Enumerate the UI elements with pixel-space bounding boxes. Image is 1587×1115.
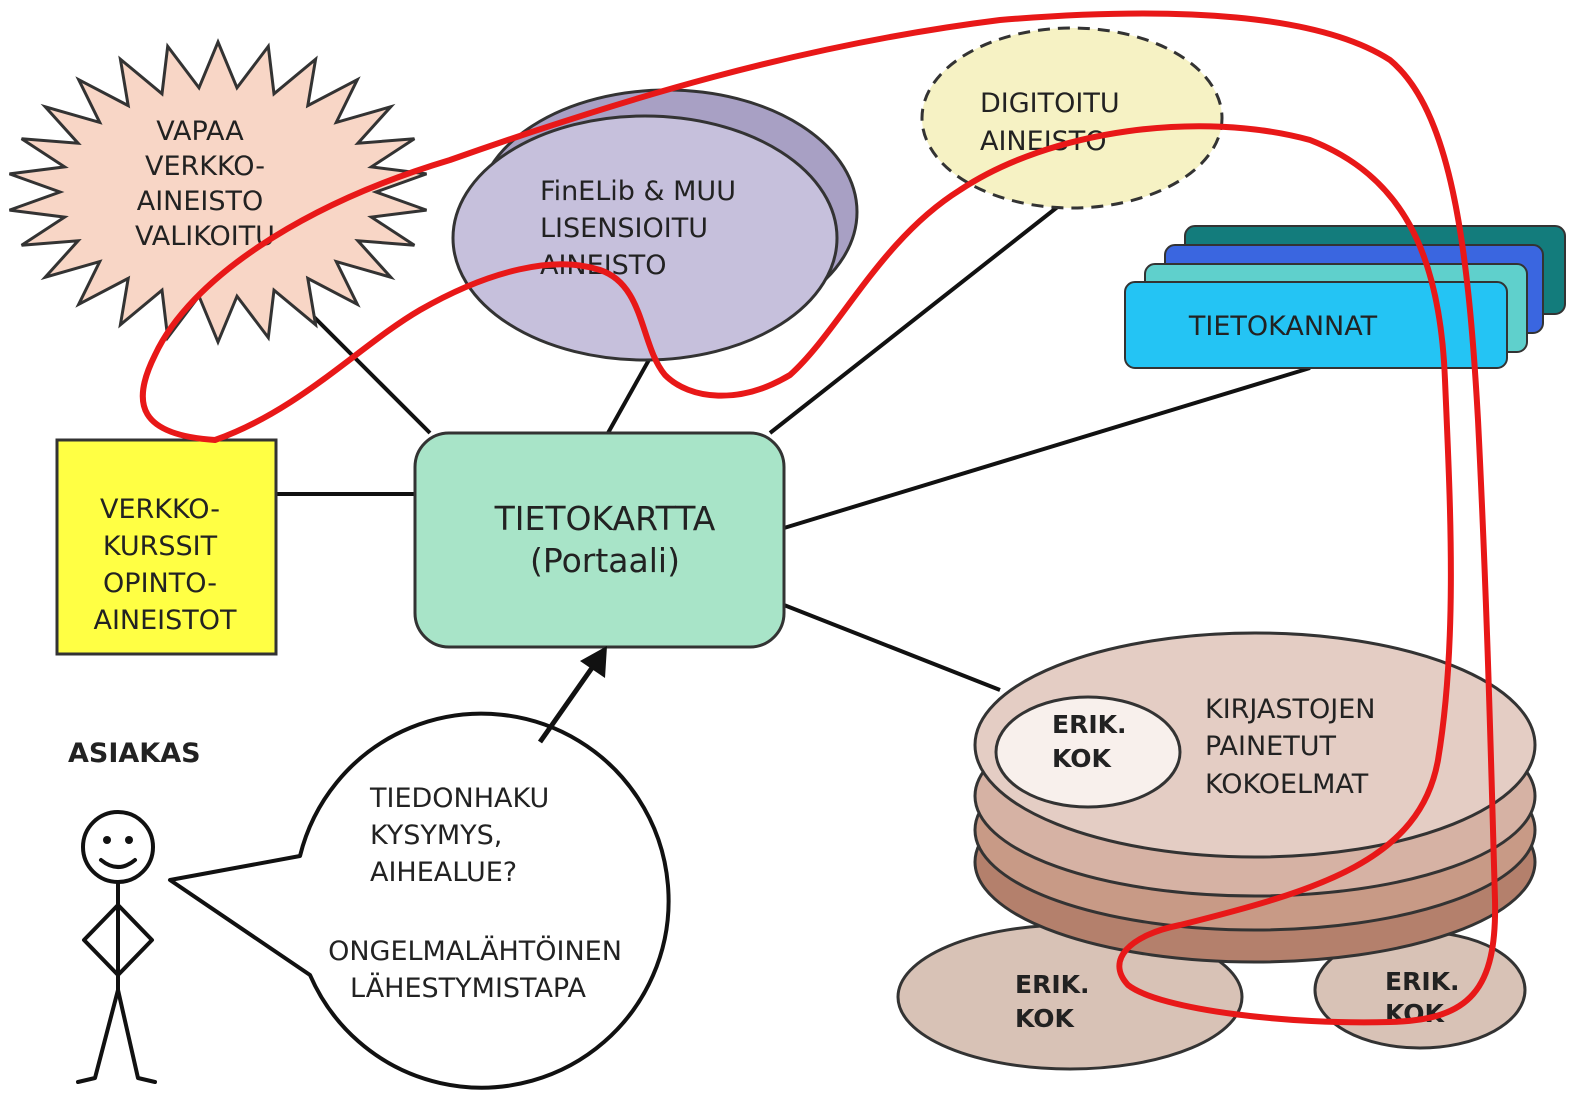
connectors <box>276 203 1311 692</box>
arrowhead-icon <box>580 646 607 678</box>
erik-top-line-1: ERIK. <box>1052 710 1127 739</box>
tietokartta-subtitle: (Portaali) <box>530 541 680 580</box>
tietokannat-layer-4 <box>1124 281 1508 369</box>
speech-line-5: ONGELMALÄHTÖINEN <box>328 935 622 967</box>
asiakas-figure: ASIAKAS <box>68 738 201 1084</box>
vapaa-line-1: VAPAA <box>156 116 244 147</box>
tietokartta-node: TIETOKARTTA (Portaali) <box>413 431 786 649</box>
verkkokurssit-line-4: AINEISTOT <box>93 605 237 636</box>
kirjastojen-line-3: KOKOELMAT <box>1205 769 1369 800</box>
vapaa-line-3: AINEISTO <box>137 186 264 217</box>
speech-bubble: TIEDONHAKU KYSYMYS, AIHEALUE? ONGELMALÄH… <box>168 711 671 1090</box>
vapaa-line-2: VERKKO- <box>145 151 265 182</box>
speech-line-6: LÄHESTYMISTAPA <box>350 972 586 1004</box>
vapaa-verkkoaineisto-node: VAPAA VERKKO- AINEISTO VALIKOITU <box>8 38 428 346</box>
erik-top-line-2: KOK <box>1052 744 1113 773</box>
vapaa-line-4: VALIKOITU <box>135 221 275 252</box>
finelib-node: FinELib & MUU LISENSIOITU AINEISTO <box>451 88 859 362</box>
finelib-front-ellipse <box>451 114 839 362</box>
speech-line-2: KYSYMYS, <box>370 820 502 851</box>
edge-portal-kirjastojen <box>783 603 1001 692</box>
verkkokurssit-box <box>55 438 278 656</box>
finelib-line-1: FinELib & MUU <box>540 176 736 207</box>
verkkokurssit-line-1: VERKKO- <box>100 494 220 525</box>
starburst-shape <box>8 38 428 346</box>
edge-portal-tietokannat <box>783 366 1311 530</box>
verkkokurssit-node: VERKKO- KURSSIT OPINTO- AINEISTOT <box>55 438 278 656</box>
edge-portal-digitoitu <box>768 203 1062 435</box>
kirjastojen-node: ERIK. KOK KIRJASTOJEN PAINETUT KOKOELMAT… <box>896 631 1537 1071</box>
digitoitu-line-1: DIGITOITU <box>980 88 1120 119</box>
edge-portal-vapaa <box>298 301 432 435</box>
kirjastojen-line-1: KIRJASTOJEN <box>1205 694 1376 725</box>
tietokartta-box <box>413 431 786 649</box>
verkkokurssit-line-2: KURSSIT <box>103 531 218 562</box>
tietokartta-title: TIETOKARTTA <box>494 499 716 538</box>
erik-right-line-1: ERIK. <box>1385 967 1460 996</box>
highlight-loop <box>139 10 1499 1026</box>
erik-left-line-2: KOK <box>1015 1004 1076 1033</box>
query-arrow <box>537 646 607 744</box>
erik-left-line-1: ERIK. <box>1015 970 1090 999</box>
asiakas-label: ASIAKAS <box>68 738 201 769</box>
tietokannat-node: TIETOKANNAT <box>1124 225 1566 369</box>
digitoitu-node: DIGITOITU AINEISTO <box>920 26 1224 210</box>
digitoitu-ellipse <box>920 26 1224 210</box>
query-arrow-shaft <box>537 663 597 744</box>
speech-line-3: AIHEALUE? <box>370 857 517 888</box>
erik-top-ellipse <box>994 695 1182 809</box>
speech-bubble-shape <box>168 711 671 1090</box>
tietokannat-label: TIETOKANNAT <box>1188 311 1378 342</box>
finelib-line-2: LISENSIOITU <box>540 213 708 244</box>
kirjastojen-line-2: PAINETUT <box>1205 731 1336 762</box>
stick-figure-icon <box>76 810 157 1084</box>
speech-line-1: TIEDONHAKU <box>369 783 549 814</box>
edge-portal-finelib <box>606 357 652 434</box>
verkkokurssit-line-3: OPINTO- <box>103 568 217 599</box>
